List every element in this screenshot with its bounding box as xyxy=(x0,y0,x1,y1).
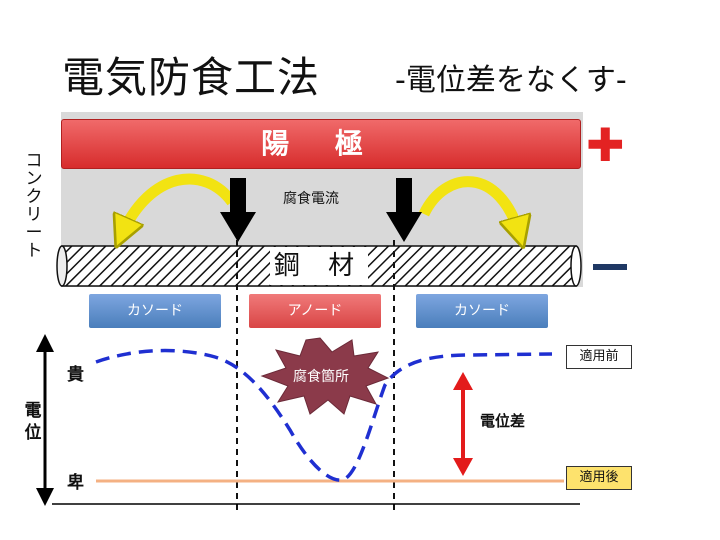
anode-zone: アノード xyxy=(249,294,381,328)
minus-sign-icon xyxy=(593,264,627,270)
anode-bar: 陽 極 xyxy=(61,119,581,169)
steel-label: 鋼 材 xyxy=(270,247,368,285)
before-application-label: 適用前 xyxy=(566,345,632,369)
after-application-label: 適用後 xyxy=(566,466,632,490)
cathode-zone-right: カソード xyxy=(416,294,548,328)
plus-sign-icon: ✚ xyxy=(586,118,625,172)
corrosion-current-label: 腐食電流 xyxy=(283,191,339,207)
base-label: 卑 xyxy=(67,473,84,493)
arrow-down-icon xyxy=(220,178,256,242)
cathode-zone-left: カソード xyxy=(89,294,221,328)
concrete-label: コンクリート xyxy=(25,151,43,261)
before-potential-curve xyxy=(95,348,553,482)
current-arrow-right xyxy=(419,176,520,236)
potential-axis-label: 電位 xyxy=(24,401,42,443)
potential-axis-arrow xyxy=(36,334,54,506)
corrosion-burst xyxy=(260,337,390,415)
potential-difference-arrow xyxy=(453,372,473,476)
arrow-down-icon xyxy=(386,178,422,242)
potential-difference-label: 電位差 xyxy=(480,412,526,430)
noble-label: 貴 xyxy=(67,365,84,385)
corrosion-spot-label: 腐食箇所 xyxy=(293,369,349,385)
page-title: 電気防食工法 xyxy=(62,53,321,102)
current-arrow-left xyxy=(121,173,237,236)
page-subtitle: -電位差をなくす- xyxy=(395,63,627,98)
